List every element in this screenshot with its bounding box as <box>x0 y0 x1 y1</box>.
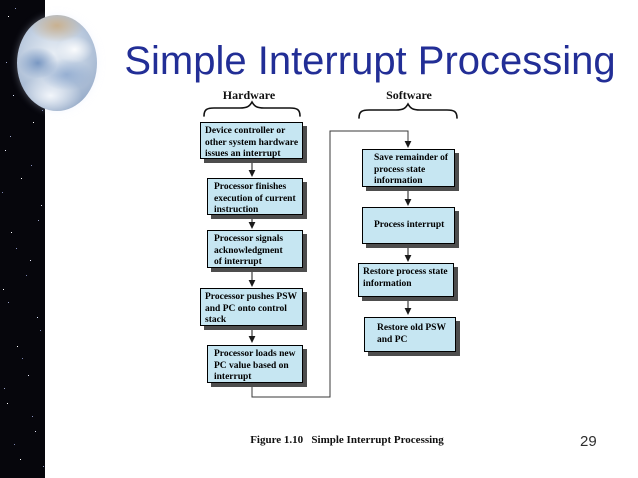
software-curly-brace-icon <box>358 102 458 119</box>
hardware-curly-brace-icon <box>203 100 301 117</box>
figure-caption: Figure 1.10 Simple Interrupt Processing <box>250 434 444 446</box>
page-title: Simple Interrupt Processing <box>124 39 616 83</box>
flow-box-software-process-interrupt: Process interrupt <box>362 207 455 244</box>
column-header-hardware: Hardware <box>222 88 276 102</box>
flow-box-hardware-processor-finishes: Processor finishes execution of current … <box>207 178 303 215</box>
flow-box-hardware-processor-loads-pc: Processor loads new PC value based on in… <box>207 345 303 383</box>
flow-box-software-restore-state: Restore process state information <box>358 263 454 297</box>
earth-globe-image <box>17 15 97 111</box>
flow-box-software-restore-psw: Restore old PSW and PC <box>364 317 456 352</box>
flow-box-hardware-device-controller: Device controller or other system hardwa… <box>200 122 303 159</box>
flow-box-hardware-processor-pushes-psw: Processor pushes PSW and PC onto control… <box>200 288 303 326</box>
page-number: 29 <box>580 433 597 450</box>
stars-decoration-dim <box>0 0 1 1</box>
flow-box-software-save-state: Save remainder of process state informat… <box>362 149 455 187</box>
flow-box-hardware-processor-signals: Processor signals acknowledgment of inte… <box>207 230 303 268</box>
column-header-software: Software <box>386 88 432 102</box>
